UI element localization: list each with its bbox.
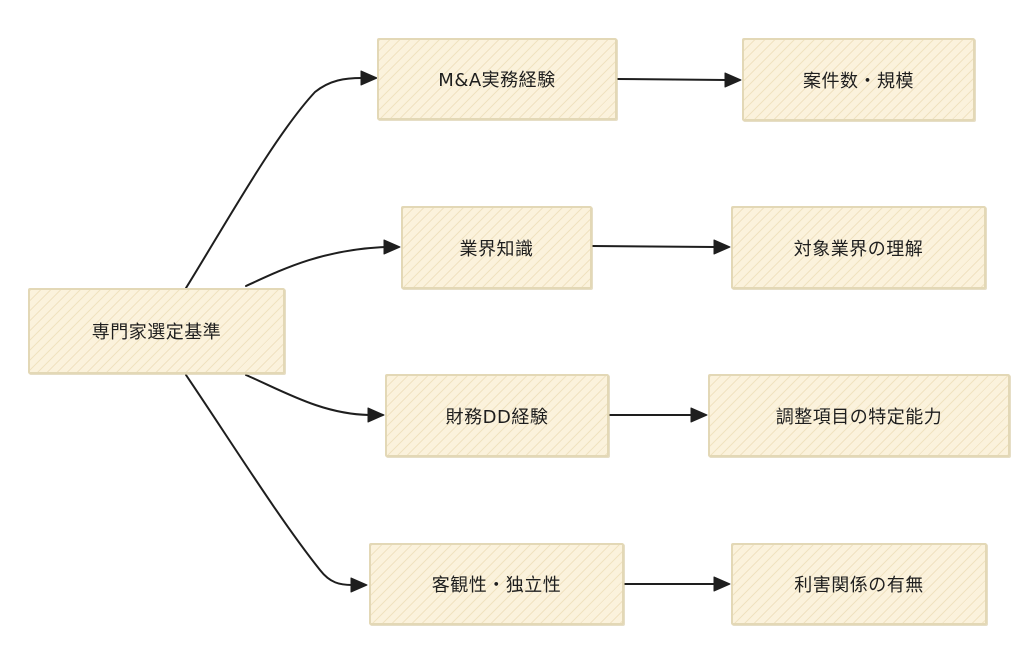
arrowhead-deal-count [724,72,742,88]
edge-root-to-financial-dd [245,374,370,416]
detail-label-conflict-of-interest: 利害関係の有無 [794,575,924,596]
edge-ma-experience-to-deal-count [616,78,727,81]
edge-root-to-objectivity [185,374,353,586]
detail-node-deal-count-scale: 案件数・規模 [742,38,975,121]
arrowhead-adjustment-ability [690,407,708,423]
detail-label-industry-understanding: 対象業界の理解 [793,238,924,260]
arrowhead-objectivity [350,577,368,593]
edge-root-to-industry-knowledge [245,246,386,287]
criterion-label-financial-dd: 財務DD経験 [445,406,549,428]
arrowhead-financial-dd [367,407,385,423]
detail-node-industry-understanding: 対象業界の理解 [731,206,986,289]
arrowhead-conflict-of-interest [713,576,731,592]
detail-label-deal-count-scale: 案件数・規模 [803,70,914,92]
edge-industry-knowledge-to-industry-understanding [591,245,716,248]
arrowhead-industry-understanding [713,239,731,255]
criterion-node-financial-dd: 財務DD経験 [385,374,609,457]
criterion-label-ma-experience: M&A実務経験 [438,70,556,91]
criterion-node-industry-knowledge: 業界知識 [401,206,592,289]
edge-root-to-ma-experience [185,77,363,289]
detail-node-conflict-of-interest: 利害関係の有無 [731,543,987,625]
root-node-expert-selection-criteria: 専門家選定基準 [28,288,285,374]
arrowhead-industry-knowledge [383,239,401,255]
detail-node-adjustment-ability: 調整項目の特定能力 [708,374,1010,457]
detail-label-adjustment-ability: 調整項目の特定能力 [775,406,943,428]
criterion-label-objectivity: 客観性・独立性 [431,575,562,596]
arrowhead-ma-experience [360,70,378,86]
criterion-label-industry-knowledge: 業界知識 [459,238,534,260]
criterion-node-objectivity: 客観性・独立性 [369,543,624,625]
criterion-node-ma-experience: M&A実務経験 [377,38,617,120]
root-node-label: 専門家選定基準 [91,322,222,343]
